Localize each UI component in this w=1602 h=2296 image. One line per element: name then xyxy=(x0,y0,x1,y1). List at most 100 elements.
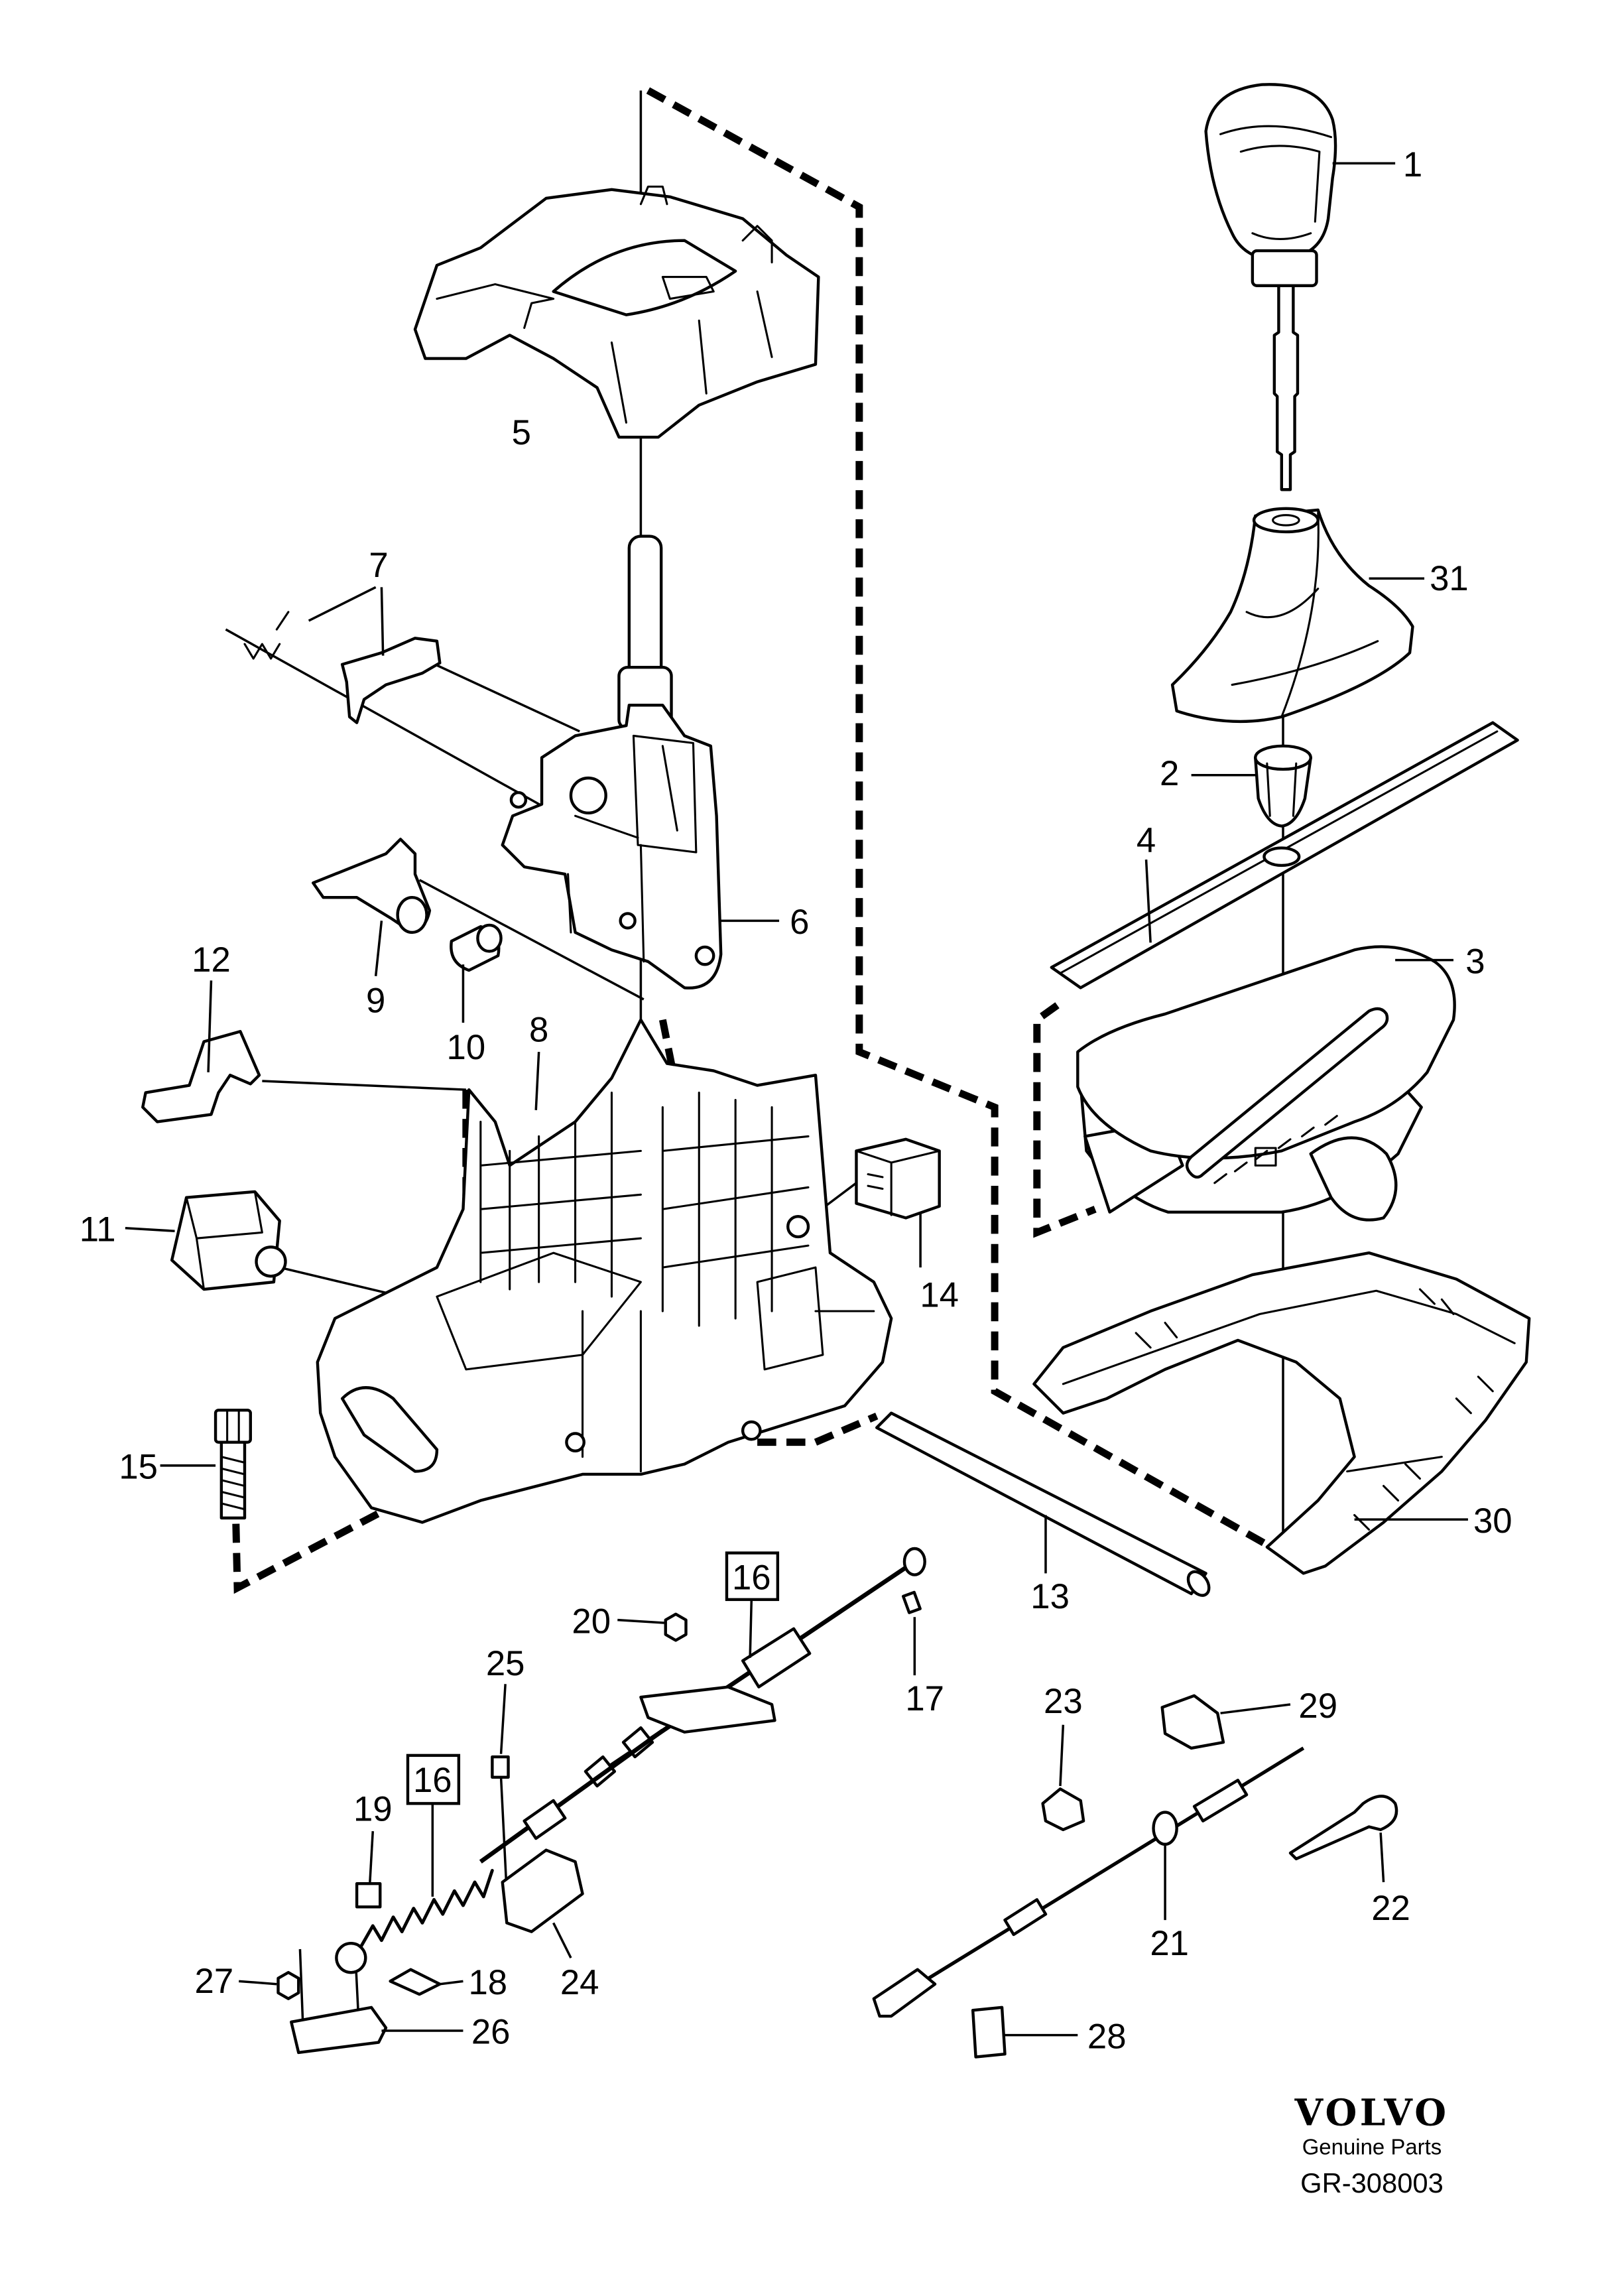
callout-label: 20 xyxy=(572,1602,611,1641)
bolt-15-head xyxy=(214,1409,252,1444)
lower-bracket-details xyxy=(1062,1288,1516,1531)
part-9-cylinder xyxy=(396,896,428,934)
callout-label: 13 xyxy=(1030,1577,1070,1616)
part-7-pin-bracket xyxy=(243,611,528,809)
part-29-clip xyxy=(1160,1694,1225,1750)
callout-box-16-top xyxy=(725,1551,780,1602)
part-17-clip xyxy=(901,1590,922,1614)
shift-panel-top xyxy=(1076,945,1456,1160)
part-28-bracket xyxy=(971,2006,1007,2059)
lower-cable-eye xyxy=(335,1942,367,1974)
lower-cable-core xyxy=(479,1728,664,1864)
housing-hole-3 xyxy=(786,1215,810,1239)
leader-line-4 xyxy=(1144,860,1152,943)
shift-panel-bracket xyxy=(1309,1136,1398,1222)
leader-line-29 xyxy=(1220,1703,1291,1714)
housing-lattice xyxy=(436,1092,875,1473)
shift-lever-pivot xyxy=(694,945,715,966)
callout-label: 14 xyxy=(920,1275,959,1314)
leader-line-27 xyxy=(239,1980,277,1986)
part-7-spring xyxy=(243,611,290,660)
callout-label: 21 xyxy=(1150,1924,1189,1963)
leader-line-22 xyxy=(1379,1832,1385,1883)
axis-line-part-9 xyxy=(418,879,645,1001)
part-9-lever xyxy=(312,838,432,934)
callout-label: 17 xyxy=(905,1679,944,1718)
shift-lever-details xyxy=(567,734,698,963)
part-4-strip xyxy=(1050,721,1519,989)
callout-label: 19 xyxy=(353,1790,393,1829)
part-21-cable xyxy=(872,1746,1305,2018)
housing-hole-2 xyxy=(741,1420,762,1441)
upper-cable-end xyxy=(902,1547,926,1576)
callout-label: 8 xyxy=(529,1011,548,1050)
callout-label: 10 xyxy=(447,1028,486,1067)
gear-boot-opening xyxy=(1252,507,1320,534)
upper-cable-bracket xyxy=(639,1685,776,1734)
leader-line-16-top xyxy=(749,1599,753,1658)
brand-tagline: Genuine Parts xyxy=(1302,2135,1442,2159)
callout-label: 27 xyxy=(195,1962,234,2001)
leader-line-20 xyxy=(617,1618,664,1624)
upper-cable-sleeve xyxy=(741,1627,812,1689)
gear-knob-body xyxy=(1204,83,1337,260)
part-16-lower-cable xyxy=(335,1728,664,1974)
leader-line-24 xyxy=(552,1922,572,1958)
lower-bracket-body xyxy=(1032,1251,1531,1575)
leader-line-7b xyxy=(380,587,385,656)
volvo-logo: VOLVO xyxy=(1294,2091,1449,2134)
callout-label-boxed: 16 xyxy=(413,1761,452,1800)
axis-line-pin-7 xyxy=(225,628,542,807)
cable-21-end xyxy=(872,1968,937,2018)
callout-label: 30 xyxy=(1473,1501,1512,1541)
part-31-gear-boot xyxy=(1170,507,1414,724)
callout-label: 7 xyxy=(369,546,388,585)
cable-21-mid xyxy=(1003,1898,1048,1937)
callout-label: 5 xyxy=(512,413,531,452)
gear-boot-hole xyxy=(1272,514,1300,527)
gear-knob-rod xyxy=(1272,284,1300,491)
upper-cover-body xyxy=(413,188,820,439)
leader-line-25 xyxy=(499,1684,507,1754)
leader-line-8 xyxy=(534,1051,540,1110)
gear-boot-body xyxy=(1170,508,1414,724)
leader-line-7a xyxy=(308,586,377,622)
connector-14-details xyxy=(855,1149,941,1216)
leader-line-11 xyxy=(125,1227,175,1232)
callout-label: 15 xyxy=(119,1448,158,1487)
block-11-stud xyxy=(255,1245,287,1278)
callout-label: 25 xyxy=(486,1644,525,1683)
housing-hole-1 xyxy=(565,1432,585,1453)
block-11-face xyxy=(185,1190,263,1291)
leader-line-19 xyxy=(369,1830,375,1883)
strip-hole xyxy=(1263,846,1301,867)
part-5-upper-cover xyxy=(413,185,820,439)
part-7-bracket xyxy=(340,637,442,724)
part-24-lever xyxy=(501,1848,584,1933)
gear-knob-collar xyxy=(1251,249,1318,287)
rod-13-end xyxy=(1186,1570,1211,1597)
gear-boot-contours xyxy=(1231,511,1379,718)
part-13-rod xyxy=(875,1411,1211,1597)
part-19-block xyxy=(355,1881,382,1909)
cable-21-sleeve xyxy=(1192,1779,1249,1822)
leader-line-23 xyxy=(1059,1724,1065,1787)
part-2-cup xyxy=(1254,744,1312,828)
leader-line-9 xyxy=(374,921,383,977)
cup-ribs xyxy=(1266,762,1298,817)
part-16-upper-cable xyxy=(584,1547,926,1788)
part-15-bolt xyxy=(214,1409,252,1520)
part-10-end xyxy=(476,923,503,953)
callout-label: 1 xyxy=(1403,145,1422,184)
rod-13-body xyxy=(875,1411,1207,1596)
callout-label: 18 xyxy=(468,1963,507,2002)
diagram-code: GR-308003 xyxy=(1300,2167,1444,2199)
shift-lever-body xyxy=(501,704,723,989)
shift-lever-hole xyxy=(569,776,607,815)
callout-label: 23 xyxy=(1044,1682,1083,1721)
part-18-clip xyxy=(389,1968,442,1996)
axis-line-clip-12 xyxy=(262,1080,466,1091)
part-6-shift-lever xyxy=(501,535,723,989)
clip-12-body xyxy=(141,1030,261,1123)
